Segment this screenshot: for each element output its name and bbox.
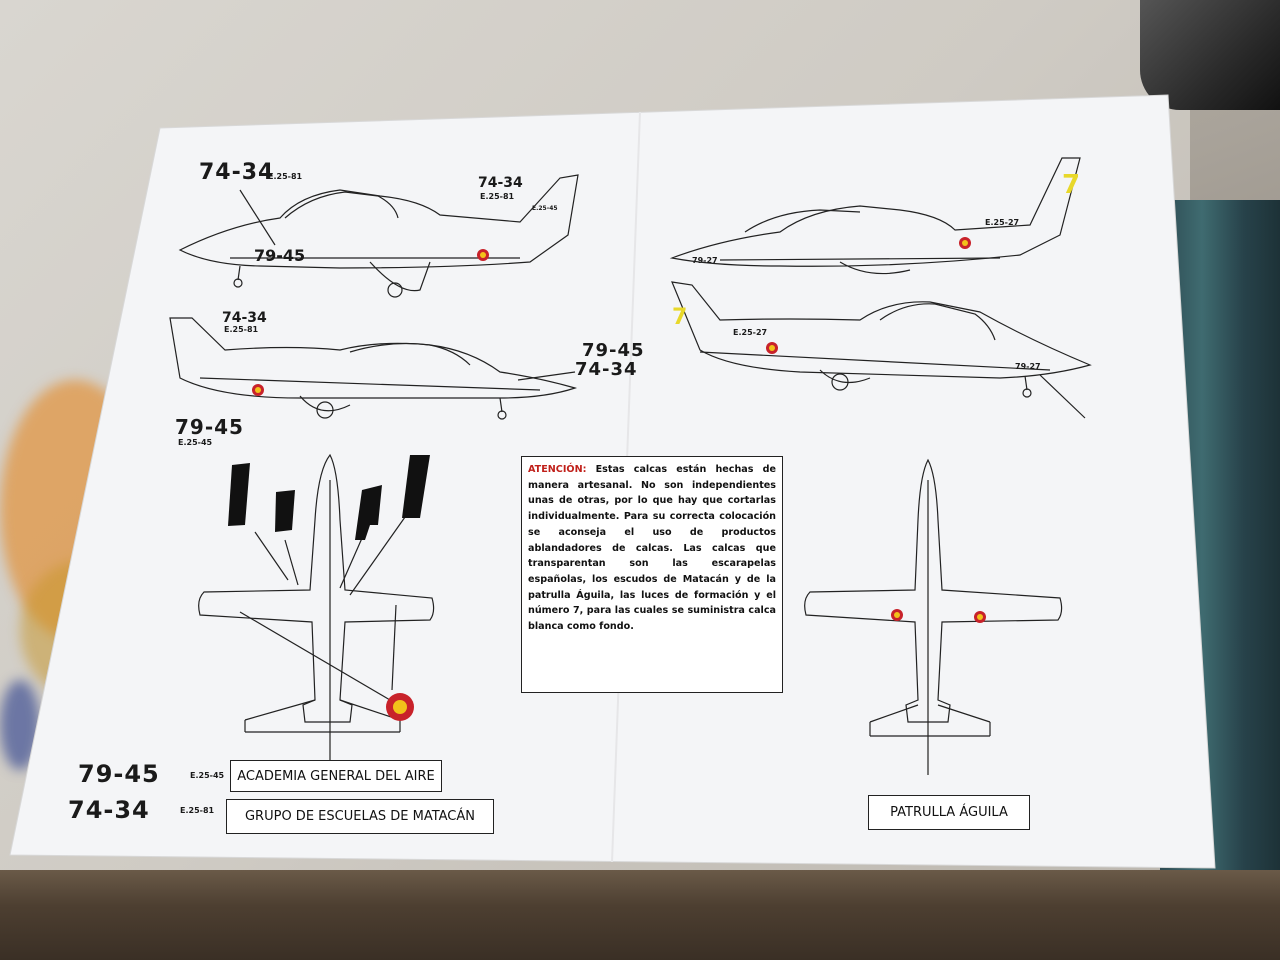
- legend-box-academia: ACADEMIA GENERAL DEL AIRE: [230, 760, 442, 792]
- aguila-number-bottom: 7: [672, 305, 688, 330]
- sub-tail-top: E.25-81: [480, 192, 515, 201]
- top-view-left: [198, 453, 435, 760]
- side-view-top-left: [178, 174, 579, 298]
- notice-warning-label: ATENCIÓN:: [528, 464, 587, 475]
- small-tail-top: E.25-45: [532, 205, 558, 212]
- legend-sub-1: E.25-45: [190, 771, 225, 780]
- top-view-right: [804, 458, 1063, 775]
- pliers: [1140, 0, 1280, 110]
- side-view-top-right: [669, 157, 1081, 275]
- aguila-top-nose-code: 79-27: [692, 256, 718, 265]
- sub-bottom-mid-left: E.25-45: [178, 438, 213, 447]
- bench-edge: [0, 870, 1280, 960]
- side-view-mid-left: [169, 317, 578, 420]
- walkway-strips: [228, 455, 430, 540]
- side-view-mid-right: [671, 281, 1092, 398]
- legend-box-aguila: PATRULLA ÁGUILA: [868, 795, 1030, 830]
- code-mid-right-b: 74-34: [575, 359, 638, 380]
- aircraft-lineart: [169, 157, 1092, 775]
- notice-body: Estas calcas están hechas de manera arte…: [528, 464, 777, 633]
- roundels: [252, 237, 986, 721]
- code-fuselage-top-left: 79-45: [254, 246, 306, 265]
- legend-box-matacan: GRUPO DE ESCUELAS DE MATACÁN: [226, 799, 494, 834]
- code-tail-top: 74-34: [478, 175, 523, 191]
- aguila-top-tail-code: E.25-27: [985, 218, 1020, 227]
- aguila-number-top: 7: [1062, 170, 1081, 200]
- code-mid-right-a: 79-45: [582, 340, 645, 361]
- code-bottom-mid-left: 79-45: [175, 415, 244, 439]
- sub-top-left: E.25-81: [268, 172, 303, 181]
- legend-sub-2: E.25-81: [180, 806, 215, 815]
- warning-notice: ATENCIÓN: Estas calcas están hechas de m…: [521, 456, 783, 693]
- aguila-bottom-tail-code: E.25-27: [733, 328, 768, 337]
- code-top-left: 74-34: [199, 160, 275, 185]
- sub-tail-mid-left: E.25-81: [224, 325, 259, 334]
- legend-code-1: 79-45: [78, 760, 160, 788]
- aguila-bottom-nose-code: 79-27: [1015, 362, 1041, 371]
- code-tail-mid-left: 74-34: [222, 310, 267, 326]
- legend-code-2: 74-34: [68, 796, 150, 824]
